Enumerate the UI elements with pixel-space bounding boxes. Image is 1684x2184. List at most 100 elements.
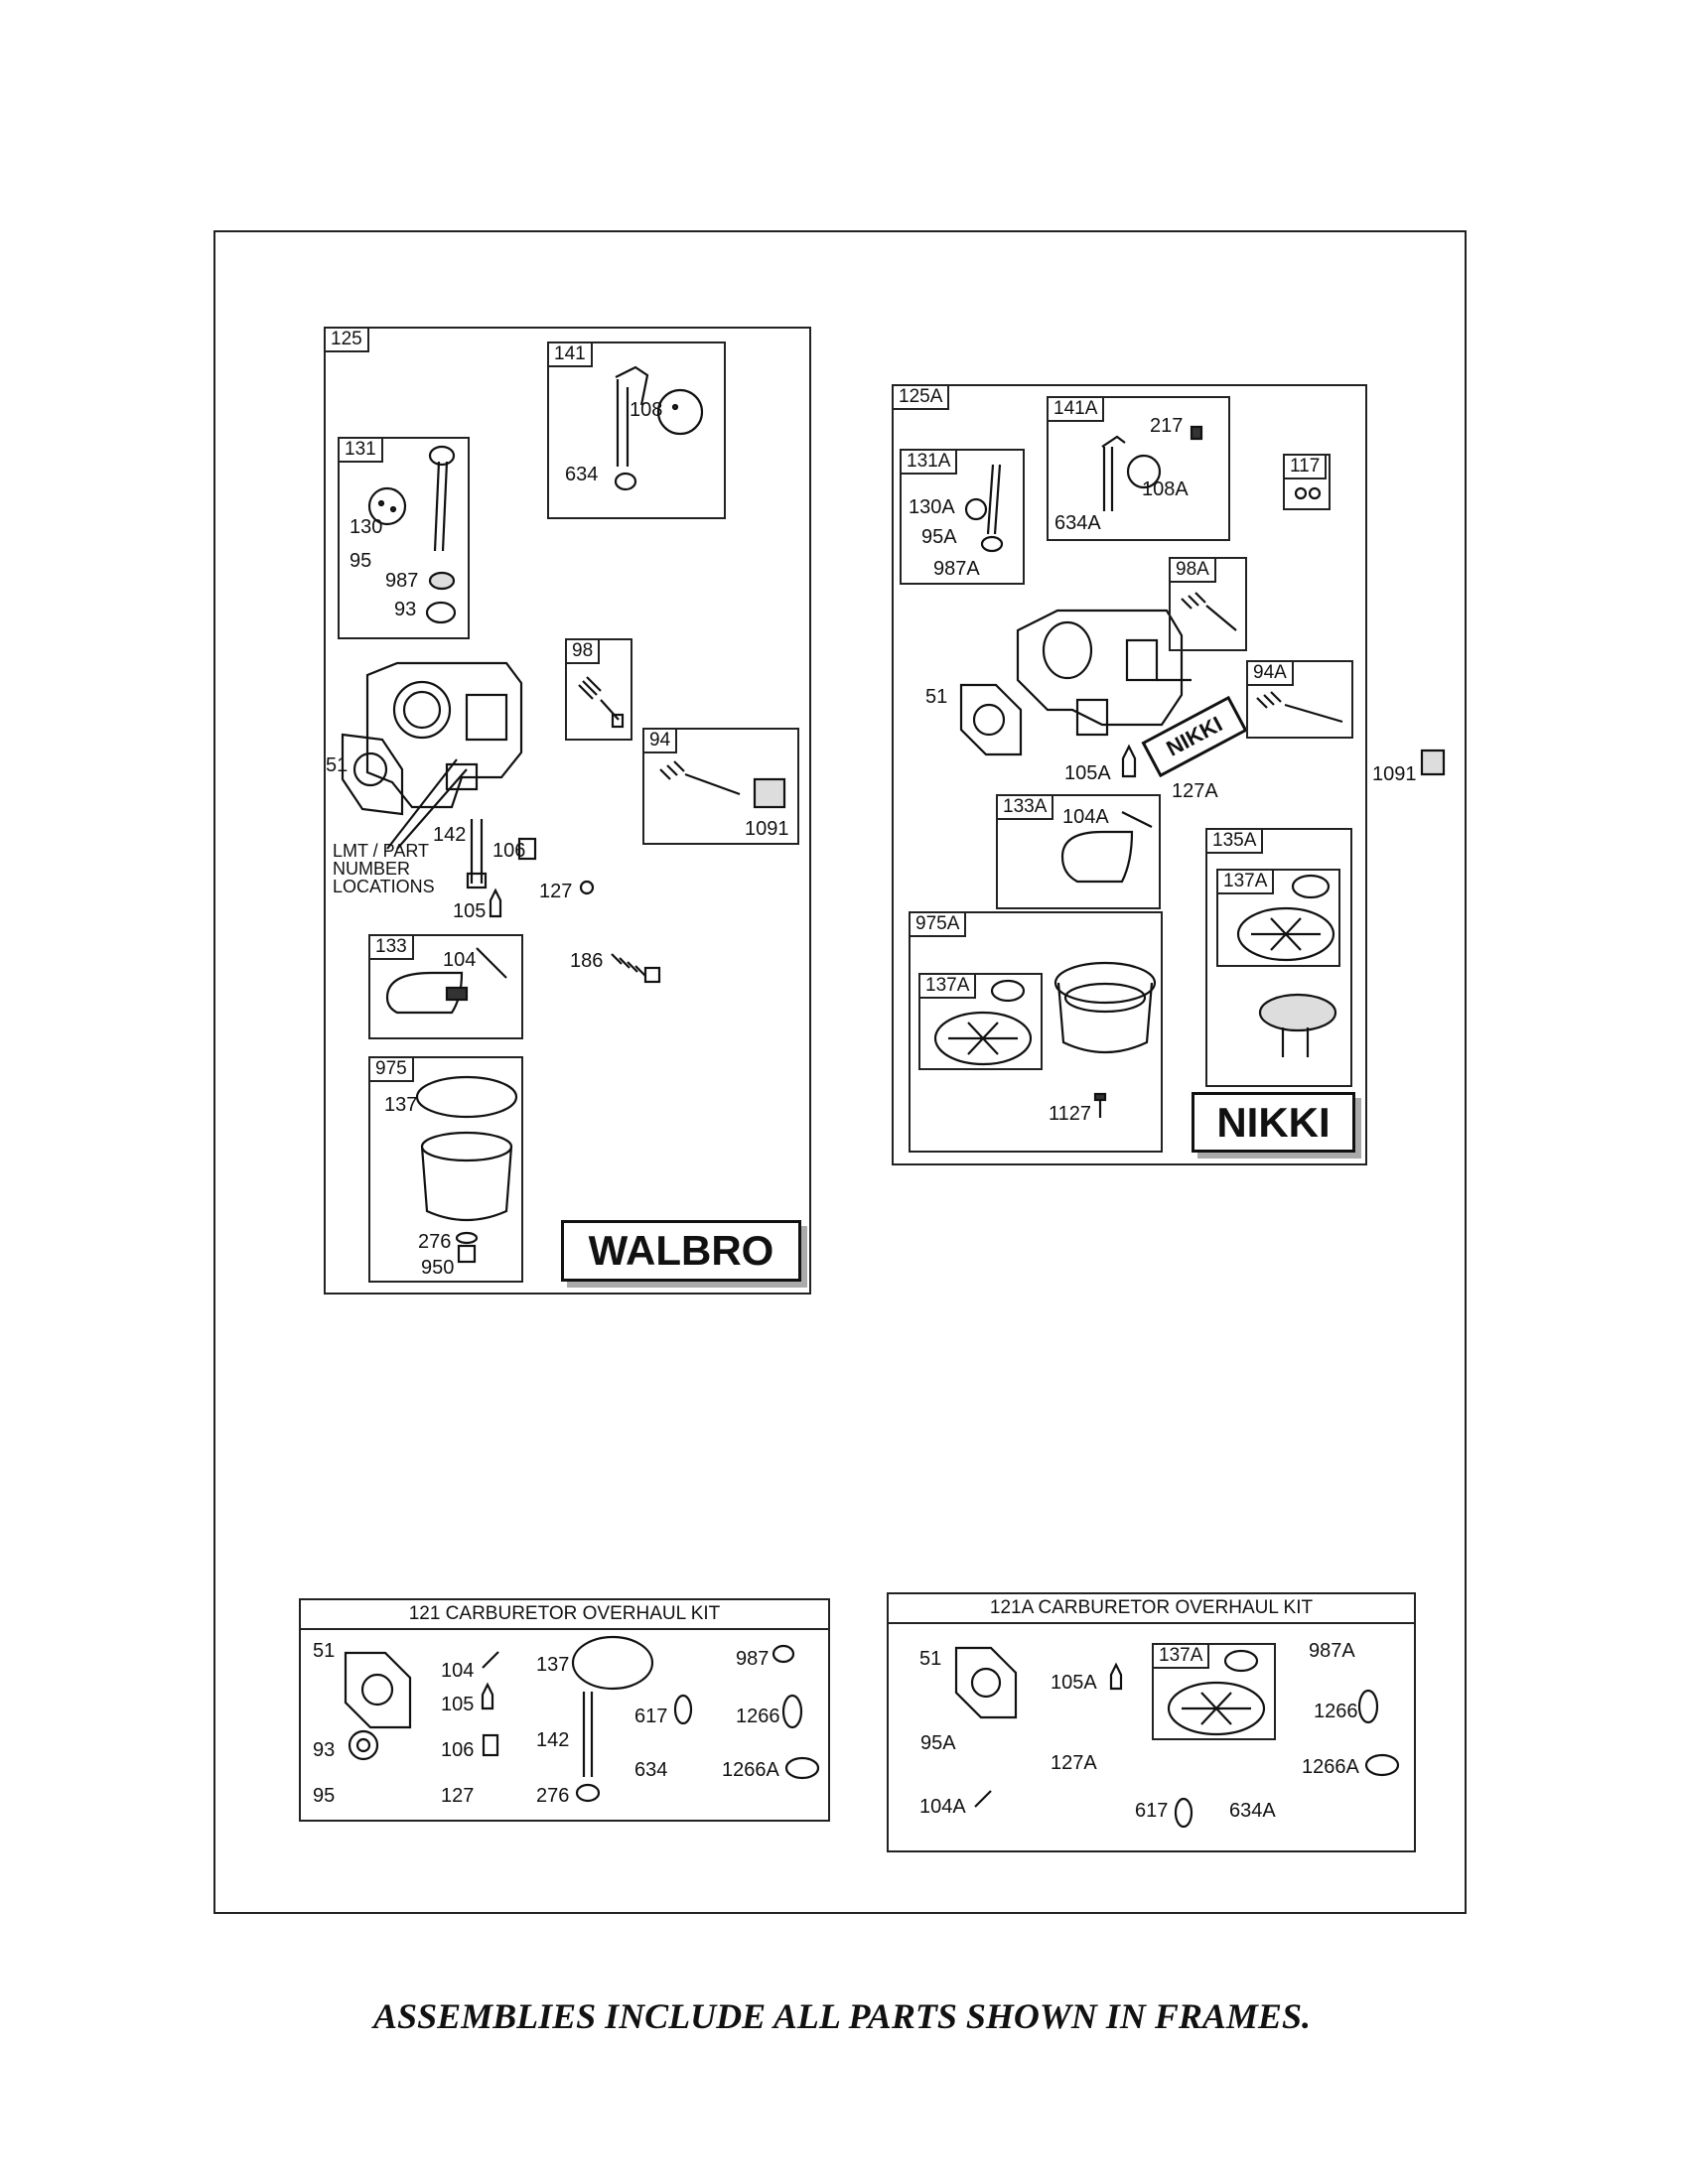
kit121a-needle-icon [1109,1662,1123,1691]
kit121a-gasket-137a-icon [1167,1649,1266,1736]
subframe-141: 141 [547,341,726,519]
part-127: 127 [539,881,573,902]
bushing-106-icon [517,837,537,861]
fitting-1091-icon [1420,749,1446,776]
screw-1127-icon [1093,1092,1107,1118]
part-105: 105 [453,900,487,922]
kit121a-oring-1266-icon [1357,1689,1379,1724]
kit-121A-title: 121A CARBURETOR OVERHAUL KIT [889,1594,1414,1624]
throttle-shaft-icon [614,365,704,491]
kit121-part-104: 104 [441,1660,475,1682]
kit121-part-1266: 1266 [736,1706,780,1727]
frame-label-117: 117 [1283,454,1328,479]
part-108: 108 [630,399,663,421]
nikki-assembly-frame: 125A [892,384,1367,1165]
kit121-part-127: 127 [441,1785,475,1807]
kit121a-part-1266: 1266 [1314,1701,1358,1722]
part-93: 93 [394,599,417,620]
part-950: 950 [421,1257,455,1279]
subframe-133: 133 [368,934,523,1039]
kit121-part-93: 93 [313,1739,336,1761]
kit121-oring-617-icon [673,1694,693,1725]
part-142: 142 [433,824,467,846]
nikki-part-105A: 105A [1064,762,1111,784]
subframe-98: 98 [565,638,632,741]
nikki-part-51: 51 [925,686,948,708]
frame-label-141: 141 [547,341,593,367]
kit121-washer-276-icon [575,1783,601,1803]
frame-label-125: 125 [324,327,369,352]
kit121-pin-icon [482,1651,499,1669]
gasket-137a-bowl-icon [933,979,1033,1066]
mixture-screw-icon [659,760,786,809]
walbro-assembly-frame: 125 [324,327,811,1295]
subframe-117: 117 [1283,454,1331,510]
subframe-975A-inner-137A: 137A [918,973,1043,1070]
choke-plate-icon [367,486,407,526]
frame-label-135A-137A: 137A [1216,869,1275,894]
part-634A: 634A [1054,512,1101,534]
walbro-carburetor-icon [365,661,523,809]
idle-screw-icon [578,676,625,729]
kit121a-part-95A: 95A [920,1732,956,1754]
kit121-seat-987-icon [772,1644,795,1664]
nikki-part-127A: 127A [1172,780,1218,802]
kit121-part-987: 987 [736,1648,770,1670]
kit121a-pin-icon [974,1790,992,1808]
frame-label-975: 975 [368,1056,414,1082]
footer-note: ASSEMBLIES INCLUDE ALL PARTS SHOWN IN FR… [373,1996,1311,2036]
frame-label-94: 94 [642,728,678,753]
subframe-98A: 98A [1169,557,1247,651]
frame-label-125A: 125A [892,384,950,410]
lmt-part-location-line1: LMT / PART [333,841,430,861]
gasket-137a-icon [1236,874,1335,962]
part-106: 106 [492,840,526,862]
fitting-117-icon [1294,486,1322,500]
lmt-part-location-line2: NUMBER [333,859,411,879]
gasket-51-icon [341,733,404,816]
part-276: 276 [418,1231,452,1253]
throttle-shaft-a-icon [1101,425,1203,511]
part-987: 987 [385,570,419,592]
kit121-part-51: 51 [313,1640,336,1662]
frame-label-94A: 94A [1246,660,1294,686]
subframe-135A-inner-137A: 137A [1216,869,1340,967]
part-130: 130 [350,516,383,538]
subframe-135A: 135A [1205,828,1352,1087]
nikki-brand-label: NIKKI [1192,1092,1355,1153]
kit121-oring-1266a-icon [784,1756,820,1780]
subframe-133A: 133A [996,794,1161,909]
part-130A: 130A [909,496,955,518]
diagram-frame [213,230,1467,1914]
kit121-part-95: 95 [313,1785,336,1807]
kit121-part-106: 106 [441,1739,475,1761]
kit121a-part-634A: 634A [1229,1800,1276,1822]
part-104: 104 [443,949,477,971]
kit121a-part-51: 51 [919,1648,942,1670]
kit121-part-137: 137 [536,1654,570,1676]
kit121-part-276: 276 [536,1785,570,1807]
part-634: 634 [565,464,599,485]
part-1091: 1091 [745,818,789,840]
emulsion-tube-icon [466,819,488,889]
part-217: 217 [1150,415,1184,437]
part-186: 186 [570,950,604,972]
nikki-part-1091: 1091 [1372,763,1417,785]
float-bowl-975a-icon [1053,961,1157,1054]
subframe-975A: 975A [909,911,1163,1153]
gasket-51a-icon [959,683,1023,756]
mixture-screw-a-icon [1256,691,1343,724]
frame-label-131A: 131A [900,449,958,475]
washer-127-icon [579,880,595,895]
float-133-icon [385,947,507,1015]
kit121-oring-1266-icon [781,1694,803,1729]
kit121a-oring-1266a-icon [1364,1753,1400,1777]
kit121a-part-617: 617 [1135,1800,1169,1822]
needle-105-icon [489,887,502,918]
kit121a-part-987A: 987A [1309,1640,1355,1662]
kit-121-frame: 121 CARBURETOR OVERHAUL KIT [299,1598,830,1822]
float-133a-icon [1060,811,1153,884]
subframe-141A: 141A [1047,396,1230,541]
kit-121A-frame-label-137A: 137A [1152,1643,1210,1669]
kit121-part-1266A: 1266A [722,1759,779,1781]
